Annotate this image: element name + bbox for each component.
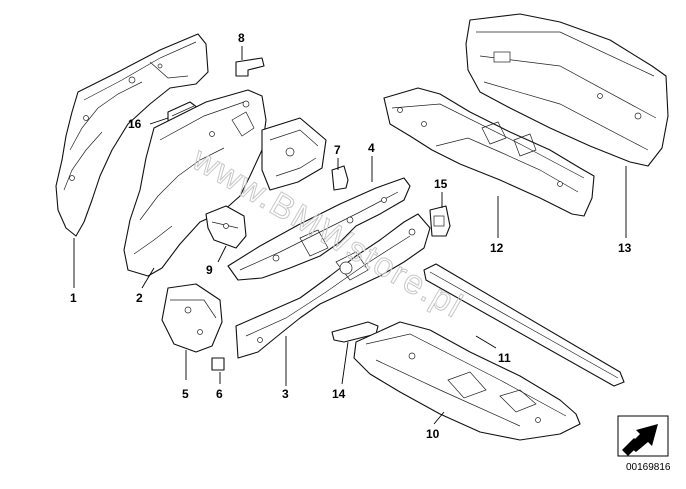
part-7-small-mount bbox=[331, 165, 349, 191]
part-8-clip bbox=[235, 57, 265, 77]
callout-7: 7 bbox=[334, 143, 341, 157]
callout-9: 9 bbox=[206, 263, 213, 277]
part-2-wheel-housing bbox=[123, 89, 267, 277]
strut-mount-bracket bbox=[261, 117, 327, 191]
diagram-id: 00169816 bbox=[626, 462, 671, 473]
callout-3: 3 bbox=[282, 387, 289, 401]
callout-2: 2 bbox=[136, 291, 143, 305]
part-4-longitudinal-member bbox=[227, 177, 411, 281]
part-12-cross-member bbox=[383, 87, 595, 217]
part-6-plate bbox=[211, 357, 225, 371]
callout-8: 8 bbox=[238, 31, 245, 45]
part-15-mount bbox=[429, 205, 451, 237]
callout-12: 12 bbox=[490, 241, 504, 255]
part-10-floor-pan bbox=[353, 321, 581, 441]
part-3-rear-member bbox=[235, 213, 431, 359]
callout-16: 16 bbox=[128, 117, 142, 131]
orientation-arrow-icon bbox=[617, 415, 669, 457]
leader-lines bbox=[73, 46, 627, 425]
part-13-rear-panel bbox=[465, 13, 669, 167]
callout-15: 15 bbox=[434, 177, 448, 191]
part-9-bracket bbox=[205, 205, 247, 249]
callout-6: 6 bbox=[216, 387, 223, 401]
callouts: 1 2 3 4 5 6 7 8 9 10 11 12 13 14 15 16 bbox=[70, 31, 632, 441]
callout-5: 5 bbox=[182, 387, 189, 401]
part-11-strut bbox=[423, 263, 625, 387]
part-5-bracket bbox=[161, 283, 223, 353]
part-1-wheel-arch-panel bbox=[55, 33, 209, 237]
callout-4: 4 bbox=[368, 141, 375, 155]
callout-1: 1 bbox=[70, 291, 77, 305]
callout-11: 11 bbox=[498, 351, 511, 365]
callout-14: 14 bbox=[332, 387, 346, 401]
callout-10: 10 bbox=[426, 427, 440, 441]
callout-13: 13 bbox=[618, 241, 632, 255]
